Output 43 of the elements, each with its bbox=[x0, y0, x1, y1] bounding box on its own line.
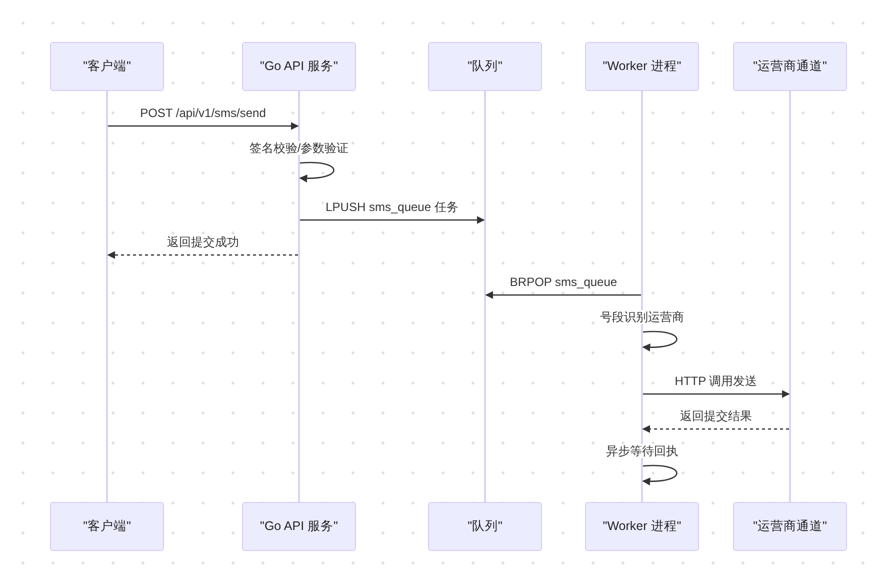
message-arrow bbox=[108, 122, 299, 130]
edge-label: HTTP 调用发送 bbox=[672, 374, 760, 388]
participant-name: "Go API 服务" bbox=[260, 58, 338, 75]
participant-name: "Worker 进程" bbox=[602, 58, 682, 75]
edge-label: 返回提交成功 bbox=[165, 235, 241, 249]
participant-box bbox=[50, 42, 164, 91]
participant-name: "Go API 服务" bbox=[260, 518, 338, 535]
participant-name: "队列" bbox=[468, 518, 502, 535]
participant-name: "运营商通道" bbox=[753, 58, 827, 75]
participant-box bbox=[242, 42, 356, 91]
edge-label: 号段识别运营商 bbox=[598, 310, 686, 324]
message-arrow bbox=[300, 216, 485, 224]
participant-name: "Worker 进程" bbox=[602, 518, 682, 535]
message-arrow bbox=[107, 251, 298, 259]
self-message-arrow bbox=[299, 162, 334, 182]
edge-label: 返回提交结果 bbox=[678, 409, 754, 423]
message-arrow bbox=[643, 390, 790, 398]
message-arrow bbox=[642, 425, 789, 433]
participant-name: "客户端" bbox=[83, 518, 131, 535]
lifeline bbox=[484, 91, 486, 502]
message-arrow bbox=[485, 291, 641, 299]
self-message-arrow bbox=[642, 464, 678, 486]
participant-box bbox=[733, 42, 847, 91]
lifeline bbox=[298, 91, 300, 502]
edge-label: 异步等待回执 bbox=[604, 444, 680, 458]
participant-name: "队列" bbox=[468, 58, 502, 75]
participant-box bbox=[585, 502, 699, 551]
edge-label: LPUSH sms_queue 任务 bbox=[324, 200, 460, 214]
lifeline bbox=[641, 91, 643, 502]
participant-box bbox=[428, 502, 542, 551]
participant-name: "客户端" bbox=[83, 58, 131, 75]
participant-box bbox=[428, 42, 542, 91]
edge-label: BRPOP sms_queue bbox=[508, 275, 620, 289]
participant-box bbox=[50, 502, 164, 551]
edge-label: POST /api/v1/sms/send bbox=[138, 106, 268, 120]
edge-label: 签名校验/参数验证 bbox=[247, 141, 351, 155]
participant-name: "运营商通道" bbox=[753, 518, 827, 535]
participant-box bbox=[733, 502, 847, 551]
lifeline bbox=[789, 91, 791, 502]
lifeline bbox=[106, 91, 108, 502]
participant-box bbox=[585, 42, 699, 91]
self-message-arrow bbox=[642, 330, 678, 352]
participant-box bbox=[242, 502, 356, 551]
